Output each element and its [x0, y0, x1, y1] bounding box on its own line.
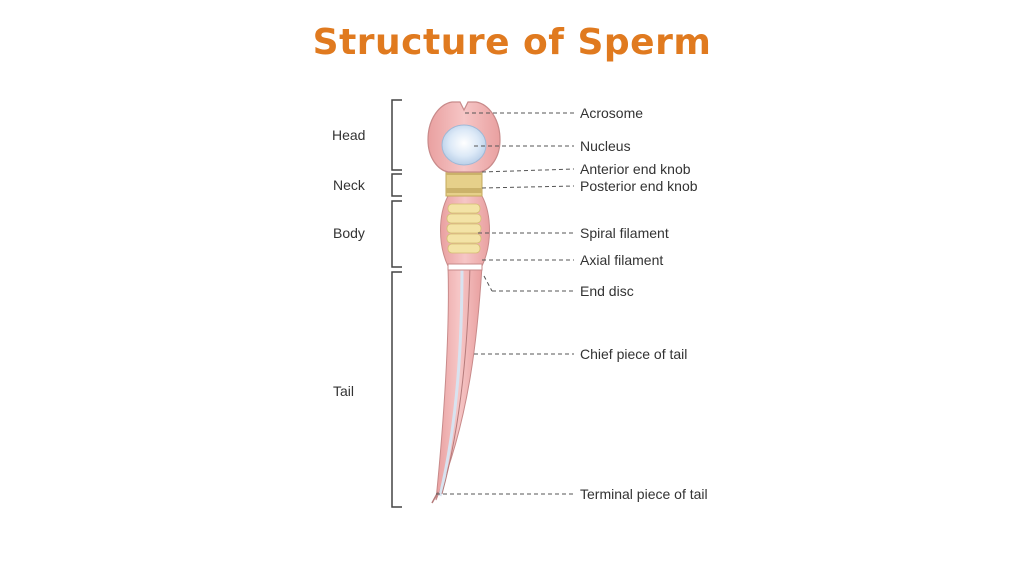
label-end-disc: End disc	[580, 283, 634, 299]
label-acrosome: Acrosome	[580, 105, 643, 121]
tail-sheath	[435, 265, 483, 501]
label-anterior-end-knob: Anterior end knob	[580, 161, 691, 177]
tail-inner-line	[441, 265, 471, 495]
nucleus-shape	[441, 124, 487, 166]
spiral-5	[447, 243, 481, 254]
neck	[445, 169, 483, 197]
label-posterior-end-knob: Posterior end knob	[580, 178, 698, 194]
spiral-2	[446, 213, 482, 224]
label-chief-piece: Chief piece of tail	[580, 346, 687, 362]
region-brackets	[391, 99, 402, 508]
spiral-1	[447, 203, 481, 214]
posterior-knob	[446, 188, 482, 193]
head	[427, 101, 501, 173]
leader-lines	[436, 112, 575, 495]
tail-bracket	[391, 271, 402, 508]
tail	[431, 265, 483, 504]
region-label-body: Body	[333, 225, 365, 241]
leader-posterior-knob	[481, 185, 575, 189]
body-bracket	[391, 200, 402, 268]
spiral-4	[446, 233, 482, 244]
axial-filament-line	[438, 265, 464, 497]
leader-anterior-knob	[481, 168, 575, 173]
region-label-tail: Tail	[333, 383, 354, 399]
neck-bracket	[391, 173, 402, 197]
end-disc	[447, 263, 483, 271]
head-bracket	[391, 99, 402, 171]
label-spiral-filament: Spiral filament	[580, 225, 669, 241]
label-nucleus: Nucleus	[580, 138, 631, 154]
spiral-3	[446, 223, 482, 234]
page-title: Structure of Sperm	[312, 22, 712, 63]
middle-piece	[440, 195, 490, 271]
leader-end-disc	[483, 275, 493, 292]
region-label-head: Head	[332, 127, 365, 143]
region-label-neck: Neck	[333, 177, 366, 193]
label-axial-filament: Axial filament	[580, 252, 663, 268]
label-terminal-piece: Terminal piece of tail	[580, 486, 708, 502]
